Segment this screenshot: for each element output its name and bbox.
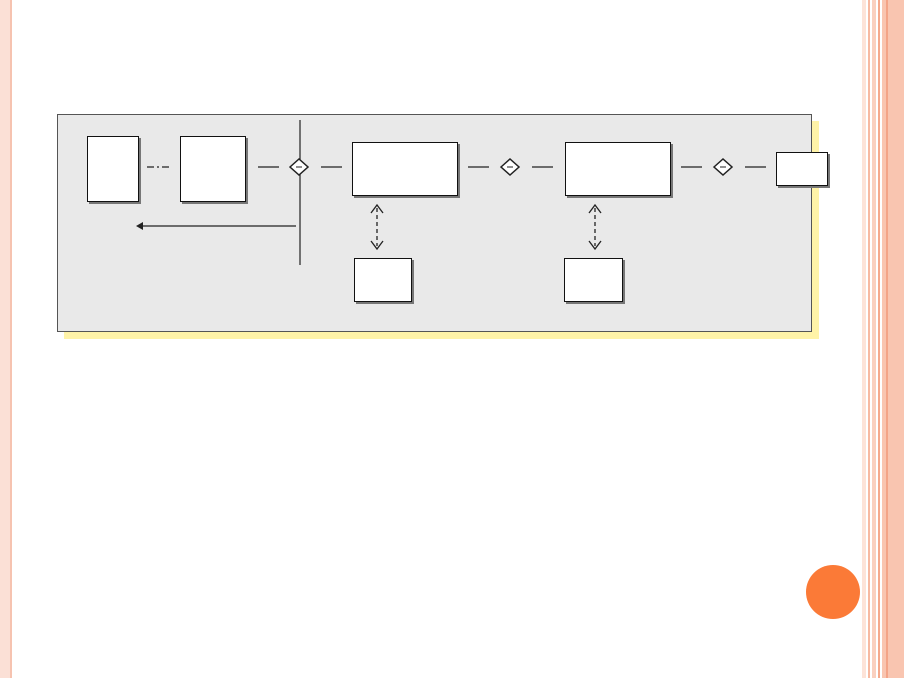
orange-circle-decoration (806, 565, 860, 619)
band-stripe (872, 0, 876, 678)
right-decorative-band (862, 0, 904, 678)
band-stripe (868, 0, 870, 678)
left-frame-rule (0, 0, 10, 678)
diagram-box-1 (87, 136, 139, 202)
diagram-box-7 (564, 258, 623, 302)
band-stripe (878, 0, 880, 678)
diagram-box-4 (565, 142, 671, 196)
band-stripe (886, 0, 888, 678)
left-arrow-icon (136, 222, 296, 230)
diagram-box-6 (354, 258, 412, 302)
diagram-box-2 (180, 136, 246, 202)
left-frame-rule-inner (10, 0, 12, 678)
up-down-arrow-icon (370, 203, 384, 251)
band-stripe (862, 0, 866, 678)
diagram-box-5 (776, 152, 828, 186)
up-down-arrow-icon (588, 203, 602, 251)
diagram-box-3 (352, 142, 458, 196)
